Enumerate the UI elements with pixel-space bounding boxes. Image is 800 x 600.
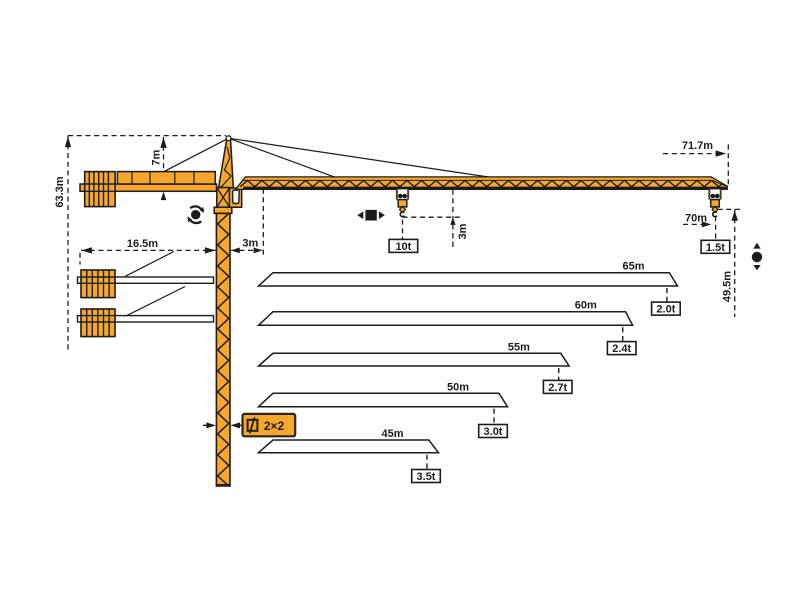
- svg-text:10t: 10t: [395, 241, 411, 253]
- svg-text:2.4t: 2.4t: [612, 343, 631, 355]
- svg-text:45m: 45m: [381, 428, 403, 440]
- svg-text:7m: 7m: [151, 150, 163, 166]
- svg-text:71.7m: 71.7m: [682, 140, 713, 152]
- svg-text:49.5m: 49.5m: [721, 271, 733, 302]
- svg-text:70m: 70m: [685, 212, 707, 224]
- svg-text:3m: 3m: [457, 223, 469, 239]
- svg-text:3.5t: 3.5t: [417, 471, 436, 483]
- svg-text:16.5m: 16.5m: [127, 238, 158, 250]
- svg-text:55m: 55m: [508, 341, 530, 353]
- svg-text:50m: 50m: [447, 381, 469, 393]
- svg-text:2.7t: 2.7t: [548, 382, 567, 394]
- svg-text:65m: 65m: [622, 261, 644, 273]
- svg-text:2×2: 2×2: [264, 419, 285, 433]
- svg-text:3m: 3m: [242, 237, 258, 249]
- svg-text:63.3m: 63.3m: [54, 176, 66, 207]
- svg-text:1.5t: 1.5t: [706, 242, 725, 254]
- svg-text:3.0t: 3.0t: [484, 426, 503, 438]
- svg-text:2.0t: 2.0t: [656, 304, 675, 316]
- svg-text:60m: 60m: [575, 300, 597, 312]
